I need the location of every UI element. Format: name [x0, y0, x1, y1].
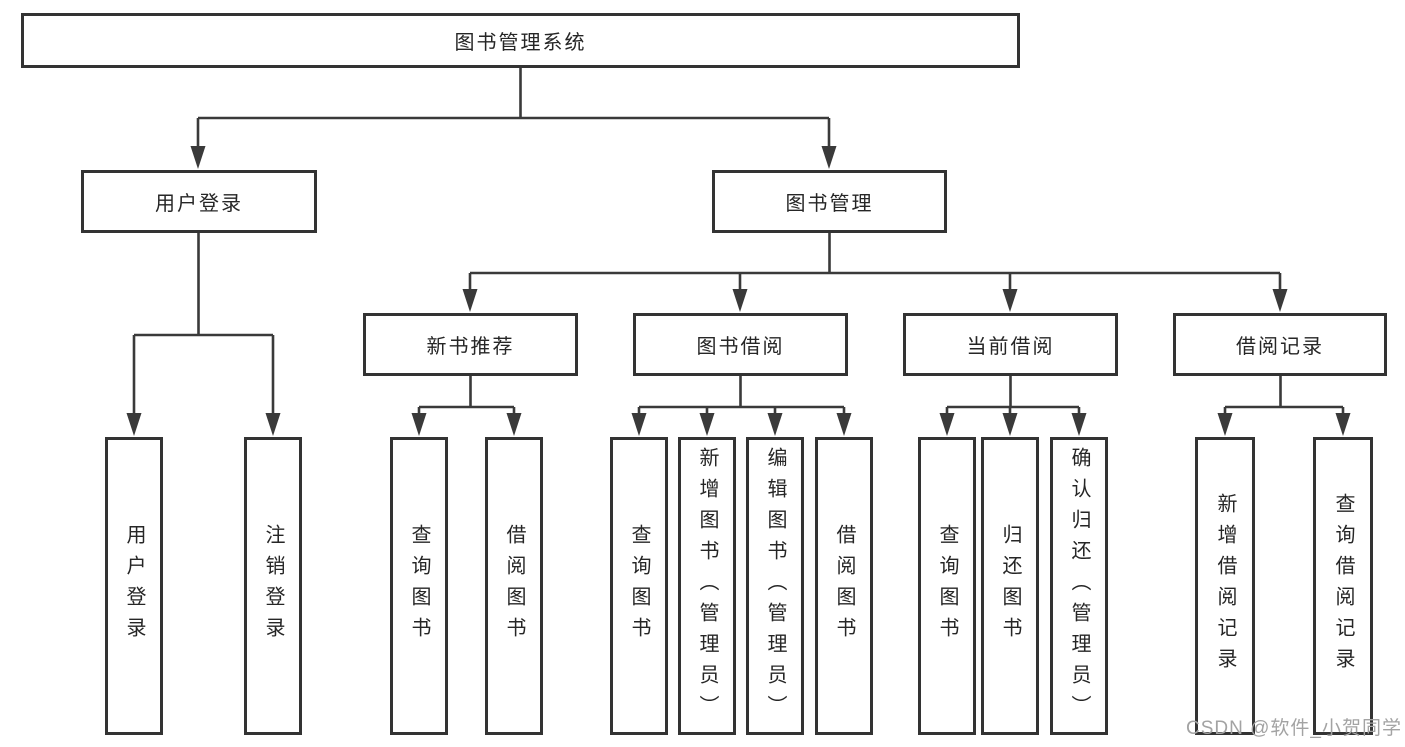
- leaf-confirm-return-admin: 确认归还（管理员）: [1050, 437, 1108, 735]
- leaf-query-books-recommend: 查询图书: [390, 437, 448, 735]
- node-label: 归还图书: [999, 524, 1021, 648]
- node-label: 图书管理系统: [454, 32, 587, 54]
- leaf-query-borrow-record: 查询借阅记录: [1313, 437, 1373, 735]
- node-label: 编辑图书（管理员）: [764, 446, 786, 726]
- node-label: 图书管理: [785, 193, 874, 215]
- node-book-borrow: 图书借阅: [633, 313, 848, 376]
- node-label: 用户登录: [123, 524, 145, 648]
- node-user-login: 用户登录: [81, 170, 317, 233]
- leaf-borrow-books-recommend: 借阅图书: [485, 437, 543, 735]
- leaf-user-login: 用户登录: [105, 437, 163, 735]
- node-label: 新增借阅记录: [1214, 493, 1236, 679]
- leaf-logout: 注销登录: [244, 437, 302, 735]
- node-label: 借阅图书: [503, 524, 525, 648]
- node-label: 查询图书: [628, 524, 650, 648]
- leaf-add-book-admin: 新增图书（管理员）: [678, 437, 736, 735]
- node-label: 查询图书: [408, 524, 430, 648]
- node-borrow-records: 借阅记录: [1173, 313, 1387, 376]
- node-label: 确认归还（管理员）: [1068, 446, 1090, 726]
- leaf-return-books: 归还图书: [981, 437, 1039, 735]
- node-new-book-recommend: 新书推荐: [363, 313, 578, 376]
- leaf-query-books-borrow: 查询图书: [610, 437, 668, 735]
- node-label: 图书借阅: [696, 336, 785, 358]
- leaf-borrow-books: 借阅图书: [815, 437, 873, 735]
- leaf-add-borrow-record: 新增借阅记录: [1195, 437, 1255, 735]
- node-label: 借阅记录: [1236, 336, 1324, 358]
- node-current-borrow: 当前借阅: [903, 313, 1118, 376]
- node-label: 借阅图书: [833, 524, 855, 648]
- node-label: 当前借阅: [966, 336, 1055, 358]
- leaf-edit-book-admin: 编辑图书（管理员）: [746, 437, 804, 735]
- node-label: 注销登录: [262, 524, 284, 648]
- node-label: 新书推荐: [426, 336, 515, 358]
- node-label: 查询借阅记录: [1332, 493, 1354, 679]
- node-label: 查询图书: [936, 524, 958, 648]
- node-label: 用户登录: [155, 193, 243, 215]
- node-book-management: 图书管理: [712, 170, 947, 233]
- node-library-management-system: 图书管理系统: [21, 13, 1020, 68]
- node-label: 新增图书（管理员）: [696, 446, 718, 726]
- leaf-query-books-current: 查询图书: [918, 437, 976, 735]
- csdn-watermark: CSDN @软件_小贺同学: [1186, 718, 1402, 739]
